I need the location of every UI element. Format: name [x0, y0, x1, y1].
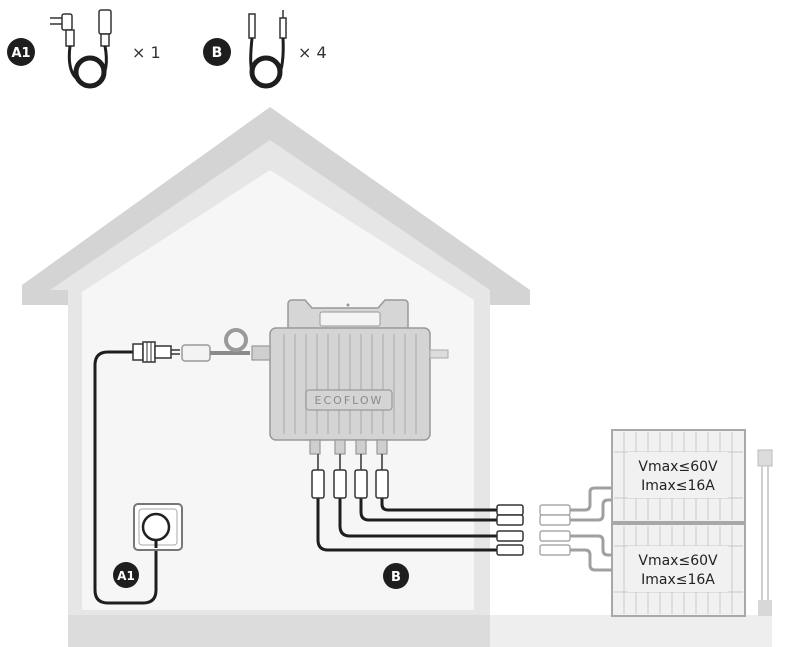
- b-panel-side-connectors-icon: [496, 504, 524, 556]
- panel-mc4-connectors-icon: [539, 504, 571, 556]
- panel-cables: [570, 486, 612, 572]
- label-a1-text: A1: [117, 569, 135, 583]
- microinverter: ECOFLOW: [251, 299, 449, 455]
- solar-panel-1: Vmax≤60V Imax≤16A: [611, 429, 746, 523]
- legend-a1: A1 × 1: [7, 9, 161, 89]
- panel-1-imax: Imax≤16A: [641, 478, 715, 494]
- legend-b-quantity: × 4: [298, 43, 327, 62]
- inverter-fins: [283, 334, 417, 434]
- legend-a1-quantity: × 1: [132, 43, 161, 62]
- legend-b-badge: B: [212, 45, 223, 61]
- device-ac-plug-icon: [181, 328, 250, 362]
- panel-2-imax: Imax≤16A: [641, 572, 715, 588]
- b-cables: [316, 498, 498, 552]
- legend: A1 × 1 B: [7, 9, 327, 89]
- a1-ac-connector-icon: [132, 341, 180, 363]
- panel-stand: [757, 449, 773, 616]
- device-brand-label: ECOFLOW: [315, 394, 384, 407]
- panel-1-vmax: Vmax≤60V: [638, 459, 718, 475]
- badge-a1-circle: [7, 38, 35, 66]
- badge-b-circle: [203, 38, 231, 66]
- wall-socket: [133, 503, 183, 551]
- schuko-cable-icon: [50, 9, 112, 89]
- house-floor: [68, 615, 490, 647]
- legend-a1-badge: A1: [11, 46, 30, 61]
- panel-2-vmax: Vmax≤60V: [638, 553, 718, 569]
- solar-panel-2: Vmax≤60V Imax≤16A: [611, 523, 746, 617]
- socket-icon: [141, 512, 171, 542]
- label-b: B: [383, 563, 409, 589]
- ground: [490, 615, 772, 647]
- label-a1: A1: [113, 562, 139, 588]
- legend-b: B × 4: [203, 10, 327, 89]
- extension-cable-icon: [248, 10, 287, 89]
- label-b-text: B: [391, 570, 401, 585]
- a1-cable: [93, 328, 250, 605]
- b-inverter-connectors-icon: [311, 454, 389, 499]
